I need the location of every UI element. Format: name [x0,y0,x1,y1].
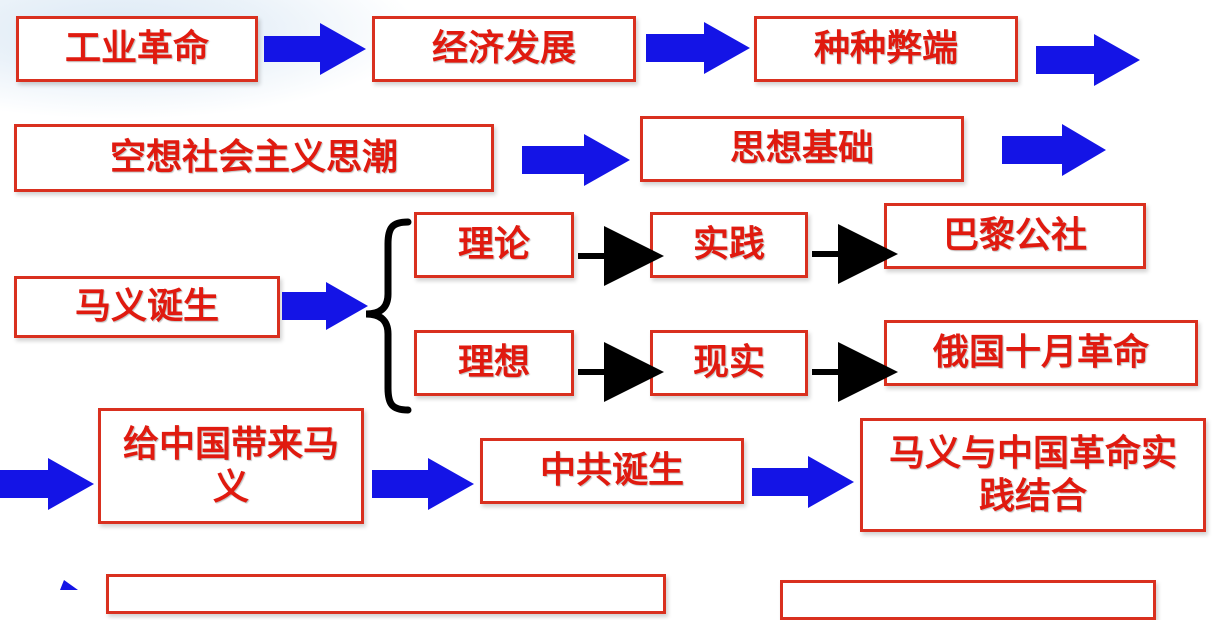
arrow-right-icon [752,456,854,508]
arrow-right-icon [0,458,94,510]
box-label: 思想基础 [729,128,874,170]
box-paris-commune: 巴黎公社 [884,203,1146,269]
connectors-layer [0,22,1140,590]
arrow-right-icon [646,22,750,74]
box-brought-marxism-to-china: 给中国带来马义 [98,408,364,524]
box-industrial-revolution: 工业革命 [16,16,258,82]
box-label: 中共诞生 [539,450,684,492]
box-utopian-socialism: 空想社会主义思潮 [14,124,494,192]
box-label: 俄国十月革命 [932,332,1149,374]
arrow-right-icon [522,134,630,186]
box-economic-development: 经济发展 [372,16,636,82]
curly-brace-icon [365,218,412,414]
box-label: 巴黎公社 [942,215,1087,257]
box-various-ills: 种种弊端 [754,16,1018,82]
box-ideological-basis: 思想基础 [640,116,964,182]
box-october-revolution: 俄国十月革命 [884,320,1198,386]
box-theory: 理论 [414,212,574,278]
box-label: 空想社会主义思潮 [109,137,398,179]
box-label: 经济发展 [431,28,576,70]
box-label: 马义诞生 [74,286,219,328]
box-label: 现实 [692,342,765,384]
arrow-right-icon [1002,124,1106,176]
box-practice: 实践 [650,212,808,278]
box-label: 实践 [692,224,765,266]
box-label: 给中国带来马义 [122,423,339,508]
box-label: 种种弊端 [813,28,958,70]
box-reality: 现实 [650,330,808,396]
box-label: 马义与中国革命实践结合 [888,432,1177,517]
box-label: 理想 [457,342,530,384]
arrow-right-icon [264,23,366,75]
box-cpc-born: 中共诞生 [480,438,744,504]
box-label: 理论 [457,224,530,266]
arrow-right-icon [60,580,78,590]
box-marxism-born: 马义诞生 [14,276,280,338]
arrow-right-icon [282,282,368,330]
arrow-right-icon [372,458,474,510]
arrow-right-icon [1036,34,1140,86]
box-ideal: 理想 [414,330,574,396]
box-label: 工业革命 [64,28,209,70]
box-marxism-combined-with-practice: 马义与中国革命实践结合 [860,418,1206,532]
